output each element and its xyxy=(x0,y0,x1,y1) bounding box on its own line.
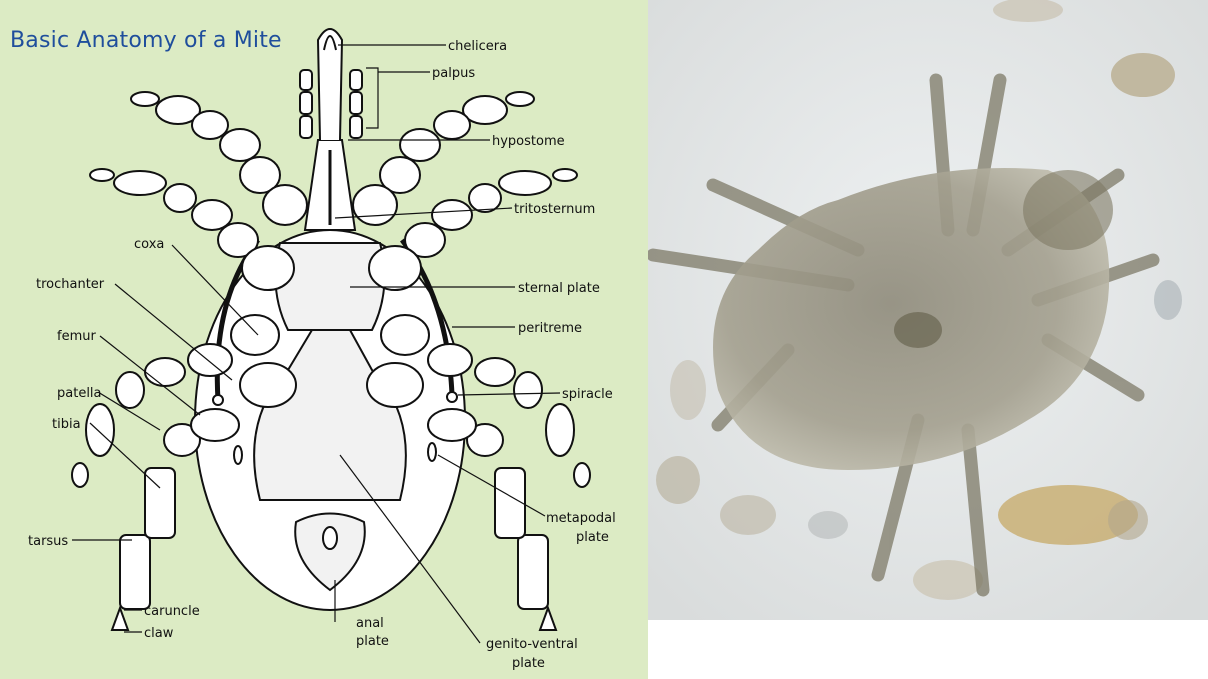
label-anal-plate: plate xyxy=(356,634,389,649)
label-patella: patella xyxy=(57,386,102,401)
label-metapodal: metapodal xyxy=(546,511,616,526)
label-palpus: palpus xyxy=(432,66,475,81)
label-genito-ventral-plate: plate xyxy=(512,656,545,671)
label-genito-ventral: genito-ventral xyxy=(486,637,578,652)
mite-anatomy-diagram: chelicera palpus hypostome tritosternum … xyxy=(0,0,648,679)
mite-micrograph xyxy=(648,0,1208,620)
spiracle-right xyxy=(447,392,457,402)
label-chelicera: chelicera xyxy=(448,39,507,54)
palpus-left-1 xyxy=(300,70,312,90)
label-tritosternum: tritosternum xyxy=(514,202,595,217)
label-claw: claw xyxy=(144,626,174,641)
label-trochanter: trochanter xyxy=(36,277,105,292)
label-coxa: coxa xyxy=(134,237,164,252)
label-caruncle: caruncle xyxy=(144,604,200,619)
label-anal: anal xyxy=(356,616,384,631)
label-tarsus: tarsus xyxy=(28,534,68,549)
palpus-left-3 xyxy=(300,116,312,138)
micrograph-illustration xyxy=(648,0,1208,620)
palpus-right-2 xyxy=(350,92,362,114)
label-tibia: tibia xyxy=(52,417,81,432)
label-spiracle: spiracle xyxy=(562,387,613,402)
label-sternal-plate: sternal plate xyxy=(518,281,600,296)
anus xyxy=(323,527,337,549)
metapodal-plate-left xyxy=(234,446,242,464)
diagram-panel: Basic Anatomy of a Mite xyxy=(0,0,648,679)
chelicera-shaft xyxy=(318,29,342,140)
label-hypostome: hypostome xyxy=(492,134,565,149)
palpus-right-1 xyxy=(350,70,362,90)
label-peritreme: peritreme xyxy=(518,321,582,336)
label-femur: femur xyxy=(57,329,96,344)
palpus-left-2 xyxy=(300,92,312,114)
metapodal-plate-right xyxy=(428,443,436,461)
label-metapodal-plate: plate xyxy=(576,530,609,545)
spiracle-left xyxy=(213,395,223,405)
palpus-right-3 xyxy=(350,116,362,138)
